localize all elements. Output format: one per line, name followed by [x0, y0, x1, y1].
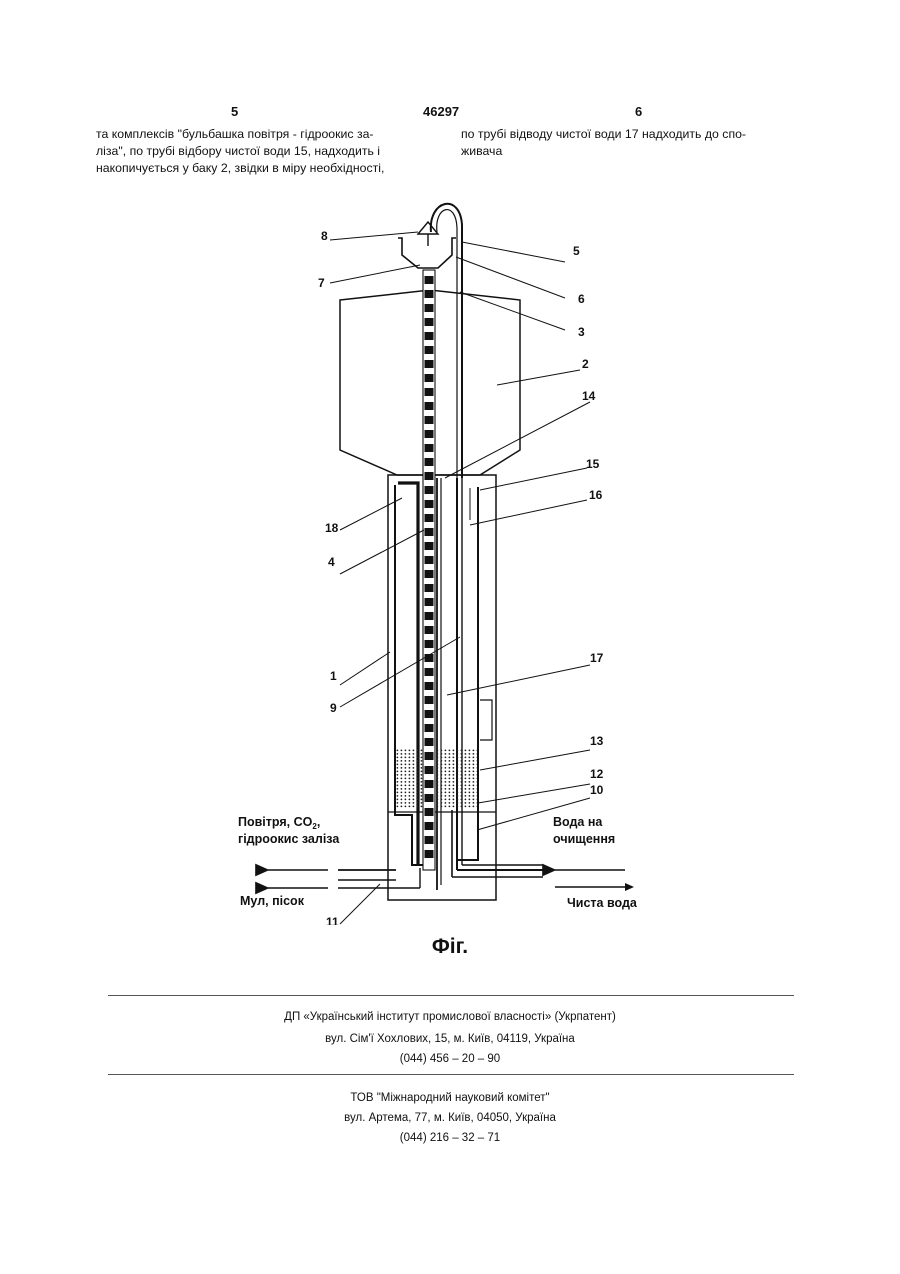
tube-segment [425, 374, 434, 382]
footer-org2-name: ТОВ "Міжнародний науковий комітет" [0, 1092, 900, 1104]
text-line: ліза", по трубі відбору чистої води 15, … [96, 143, 422, 160]
tube-segment [425, 500, 434, 508]
footer-divider-top [108, 995, 794, 996]
tube-segment [425, 360, 434, 368]
leader-lines [330, 232, 590, 924]
part-number-7: 7 [318, 276, 325, 290]
tube-segment [425, 570, 434, 578]
part-number-8: 8 [321, 229, 328, 243]
part-number-1: 1 [330, 669, 337, 683]
text-line: накопичується у баку 2, звідки в міру не… [96, 160, 422, 177]
tube-segment [425, 486, 434, 494]
part-number-10: 10 [590, 783, 604, 797]
text-line: живача [461, 143, 789, 160]
tube-segment [425, 598, 434, 606]
tube-segment [425, 808, 434, 816]
part-number-18: 18 [325, 521, 339, 535]
footer-org1-address: вул. Сім'ї Хохлових, 15, м. Київ, 04119,… [0, 1033, 900, 1045]
footer-org2-address: вул. Артема, 77, м. Київ, 04050, Україна [0, 1112, 900, 1124]
tube-segment [425, 640, 434, 648]
tube-segment [425, 780, 434, 788]
tube-segment [425, 290, 434, 298]
funnel [398, 238, 456, 268]
part-number-5: 5 [573, 244, 580, 258]
part-number-14: 14 [582, 389, 596, 403]
tube-segment [425, 752, 434, 760]
tube-segment [425, 276, 434, 284]
part-number-6: 6 [578, 292, 585, 306]
text-line: по трубі відводу чистої води 17 надходит… [461, 126, 789, 143]
tube-segment [425, 388, 434, 396]
part-number-16: 16 [589, 488, 603, 502]
label-water-for-treatment: Вода на [553, 815, 603, 829]
part-number-4: 4 [328, 555, 335, 569]
tube-segment [425, 724, 434, 732]
vent-cap [418, 222, 438, 234]
tube-segment [425, 668, 434, 676]
tube-segment [425, 836, 434, 844]
page-number-left: 5 [231, 104, 238, 119]
part-number-17: 17 [590, 651, 604, 665]
tube-segment [425, 794, 434, 802]
tube-segment [425, 850, 434, 858]
filter-media [396, 748, 477, 808]
arrow-clean-head [625, 883, 634, 891]
tube-segment [425, 528, 434, 536]
tube-segment [425, 402, 434, 410]
page-number-right: 6 [635, 104, 642, 119]
label-sludge-sand: Мул, пісок [240, 894, 305, 908]
tube-segment [425, 416, 434, 424]
footer-org2-phone: (044) 216 – 32 – 71 [0, 1132, 900, 1144]
tube-segment [425, 710, 434, 718]
tube-segment [425, 682, 434, 690]
tube-segment [425, 430, 434, 438]
label-clean-water: Чиста вода [567, 896, 638, 910]
tube-segment [425, 822, 434, 830]
tube-segment [425, 346, 434, 354]
patent-number: 46297 [423, 104, 459, 119]
tube-segment [425, 318, 434, 326]
figure-caption: Фіг. [0, 935, 900, 959]
part-number-12: 12 [590, 767, 604, 781]
tube-segment [425, 696, 434, 704]
tube-segment [425, 304, 434, 312]
outer-column [388, 475, 496, 900]
part-number-3: 3 [578, 325, 585, 339]
part-number-15: 15 [586, 457, 600, 471]
tube-segment [425, 458, 434, 466]
flow-labels: Повітря, CO2, гідроокис заліза Вода на о… [238, 815, 638, 910]
tube-segment [425, 514, 434, 522]
label-water-for-treatment-2: очищення [553, 832, 615, 846]
flow-arrows [268, 870, 634, 891]
text-line: та комплексів "бульбашка повітря - гідро… [96, 126, 422, 143]
tube-segment [425, 556, 434, 564]
tube-segment [425, 626, 434, 634]
tube-segment [425, 444, 434, 452]
part-number-2: 2 [582, 357, 589, 371]
body-text-left-column: та комплексів "бульбашка повітря - гідро… [96, 126, 422, 176]
part-number-11: 11 [326, 915, 339, 925]
water-treatment-figure: 8 7 5 6 3 2 14 15 16 18 4 1 9 17 13 12 1… [0, 185, 900, 925]
tube-segment [425, 738, 434, 746]
part-number-13: 13 [590, 734, 604, 748]
tube-segment [425, 612, 434, 620]
part-number-9: 9 [330, 701, 337, 715]
tube-segment [425, 542, 434, 550]
tube-segment [425, 332, 434, 340]
footer-divider-middle [108, 1074, 794, 1075]
label-iron-hydroxide: гідроокис заліза [238, 832, 340, 846]
body-text-right-column: по трубі відводу чистої води 17 надходит… [461, 126, 789, 160]
tube-segment [425, 472, 434, 480]
label-air-co2: Повітря, CO2, [238, 815, 320, 831]
footer-org1-phone: (044) 456 – 20 – 90 [0, 1053, 900, 1065]
footer-org1-name: ДП «Український інститут промислової вла… [0, 1011, 900, 1023]
tube-segment [425, 584, 434, 592]
tube-segment [425, 766, 434, 774]
